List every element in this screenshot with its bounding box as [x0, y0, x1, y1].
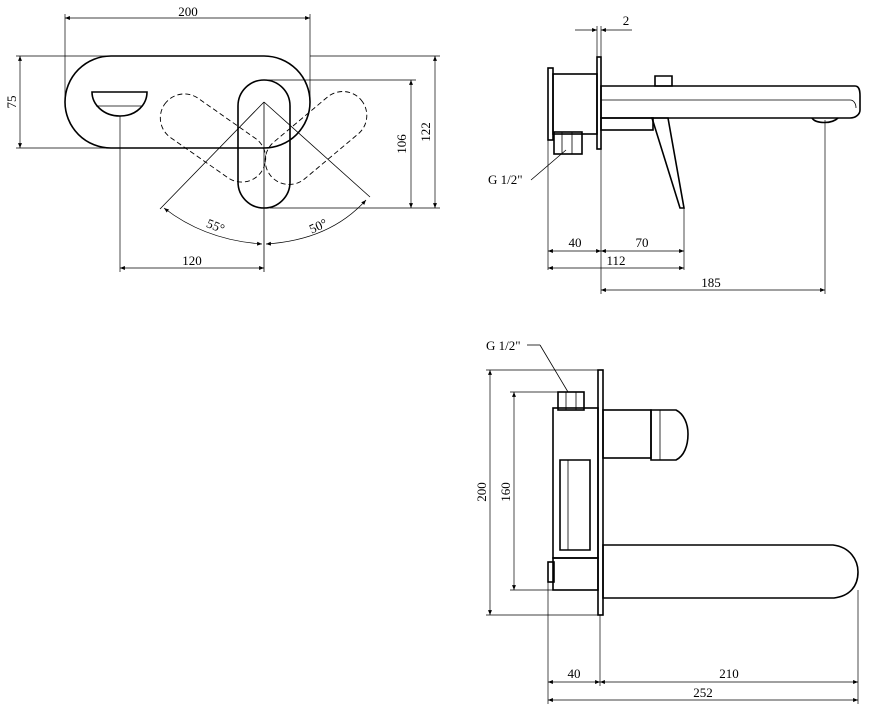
top-thread-leader — [539, 344, 569, 393]
side-view: 2 G 1/2" 40 70 112 185 — [488, 13, 861, 294]
dim-plate-thickness-label: 2 — [623, 13, 630, 28]
angle-right-label: 50° — [307, 215, 330, 236]
front-wall-plate — [64, 55, 311, 149]
side-body-cap — [547, 67, 554, 141]
side-spout-outlet — [811, 117, 839, 124]
dim-top-body-height-label: 160 — [498, 482, 513, 502]
side-thread-label: G 1/2" — [488, 172, 523, 187]
side-body — [552, 73, 598, 135]
angle-left-label: 55° — [204, 215, 226, 236]
dim-top-body-depth-label: 40 — [568, 666, 581, 681]
front-view: 200 75 106 122 120 55° 50° — [4, 4, 440, 272]
side-handle — [654, 75, 673, 87]
side-inlet — [553, 131, 583, 155]
dim-top-total-height-label: 200 — [474, 482, 489, 502]
front-spout-outlet — [91, 91, 148, 117]
dim-top-total-length-label: 252 — [693, 685, 713, 700]
dim-top-spout-length-label: 210 — [719, 666, 739, 681]
side-spout — [600, 85, 861, 119]
top-cartridge — [602, 409, 652, 459]
angle-line-left — [159, 101, 265, 210]
side-handle-lever — [650, 117, 685, 209]
top-thread-label: G 1/2" — [486, 338, 521, 353]
side-thread-leader — [530, 149, 567, 181]
dim-spout-length-label: 185 — [701, 275, 721, 290]
angle-arc-left — [163, 207, 263, 246]
angle-line-right — [263, 101, 371, 198]
dim-width-label: 200 — [178, 4, 198, 19]
side-spout-inner — [601, 99, 857, 109]
top-body-cap — [547, 561, 555, 583]
top-inlet — [557, 391, 585, 411]
top-view: G 1/2" 200 160 40 210 252 — [474, 338, 859, 704]
top-body-inner — [559, 459, 591, 551]
dim-handle-depth-label: 70 — [636, 235, 649, 250]
dim-plate-height-label: 75 — [4, 96, 19, 109]
front-handle-right-position — [264, 91, 368, 185]
dim-side-body-depth-label: 40 — [569, 235, 582, 250]
top-spout — [602, 544, 859, 599]
top-handle — [650, 409, 689, 461]
dim-offset-label: 120 — [182, 253, 202, 268]
dim-total-height-label: 122 — [418, 122, 433, 142]
front-handle-left-position — [159, 93, 267, 183]
top-body-lower — [552, 557, 599, 591]
dim-handle-height-label: 106 — [394, 134, 409, 154]
side-cartridge — [600, 117, 654, 131]
dim-side-total-depth-label: 112 — [606, 253, 625, 268]
